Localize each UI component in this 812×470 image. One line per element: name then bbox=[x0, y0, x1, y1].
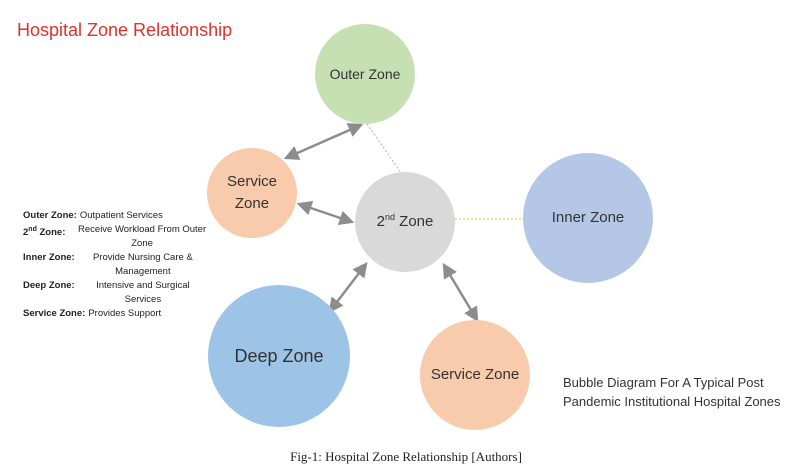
arrow-outer-service bbox=[283, 123, 364, 160]
subtitle-line-1: Bubble Diagram For A Typical Post bbox=[563, 375, 764, 390]
service-zone-bubble-top: Service Zone bbox=[207, 148, 297, 238]
legend-key-inner: Inner Zone: bbox=[23, 252, 75, 263]
service-zone-label-line1: Service bbox=[226, 172, 278, 190]
legend-value-outer: Outpatient Services bbox=[79, 210, 163, 221]
legend-row-service: Service Zone: Provides Support bbox=[23, 307, 208, 321]
outer-zone-bubble: Outer Zone bbox=[315, 24, 415, 124]
legend-key-second-ordinal: nd bbox=[28, 226, 37, 233]
legend-value-deep: Intensive and Surgical Services bbox=[96, 280, 190, 305]
legend-key-service: Service Zone: bbox=[23, 308, 86, 319]
legend-key-outer: Outer Zone: bbox=[23, 210, 77, 221]
arrow-service-second bbox=[296, 200, 355, 226]
second-zone-label-number: 2 bbox=[376, 212, 385, 230]
diagram-title: Hospital Zone Relationship bbox=[17, 20, 233, 40]
dotted-connector-outer-second bbox=[366, 123, 403, 175]
service-zone-bubble-bottom: Service Zone bbox=[420, 320, 530, 430]
legend-value-service: Provides Support bbox=[88, 308, 162, 319]
service-zone-label-top: Service Zone bbox=[227, 171, 277, 216]
legend-key-second-number: 2 bbox=[23, 227, 29, 239]
service-zone-label-line2: Zone bbox=[234, 195, 270, 212]
second-zone-label-ordinal: nd bbox=[384, 211, 395, 222]
arrow-second-deep bbox=[328, 262, 368, 313]
legend-value-inner: Provide Nursing Care & Management bbox=[92, 252, 193, 277]
arrow-second-service-bottom bbox=[442, 262, 479, 323]
subtitle-line-2: Pandemic Institutional Hospital Zones bbox=[563, 394, 781, 409]
inner-zone-label: Inner Zone bbox=[551, 208, 625, 226]
inner-zone-bubble: Inner Zone bbox=[523, 153, 653, 283]
deep-zone-bubble: Deep Zone bbox=[208, 285, 350, 427]
zone-legend: Outer Zone: Outpatient Services 2nd Zone… bbox=[23, 209, 208, 321]
legend-key-deep: Deep Zone: bbox=[23, 280, 75, 291]
legend-value-second: Receive Workload From Outer Zone bbox=[78, 224, 207, 249]
diagram-subtitle: Bubble Diagram For A Typical Post Pandem… bbox=[563, 373, 808, 411]
deep-zone-label: Deep Zone bbox=[234, 345, 324, 366]
legend-row-outer: Outer Zone: Outpatient Services bbox=[23, 209, 208, 223]
second-zone-bubble: 2nd Zone bbox=[355, 172, 455, 272]
legend-row-second: 2nd Zone: Receive Workload From Outer Zo… bbox=[23, 223, 208, 251]
legend-row-inner: Inner Zone: Provide Nursing Care & Manag… bbox=[23, 251, 208, 279]
legend-key-second: 2nd Zone: bbox=[23, 223, 73, 251]
second-zone-label: 2nd Zone bbox=[377, 211, 434, 234]
outer-zone-label: Outer Zone bbox=[329, 65, 401, 82]
figure-caption: Fig-1: Hospital Zone Relationship [Autho… bbox=[290, 449, 522, 464]
service-zone-label-bottom: Service Zone bbox=[430, 365, 520, 383]
legend-row-deep: Deep Zone: Intensive and Surgical Servic… bbox=[23, 279, 208, 307]
legend-key-second-word: Zone: bbox=[36, 227, 66, 239]
second-zone-label-word: Zone bbox=[395, 212, 434, 230]
